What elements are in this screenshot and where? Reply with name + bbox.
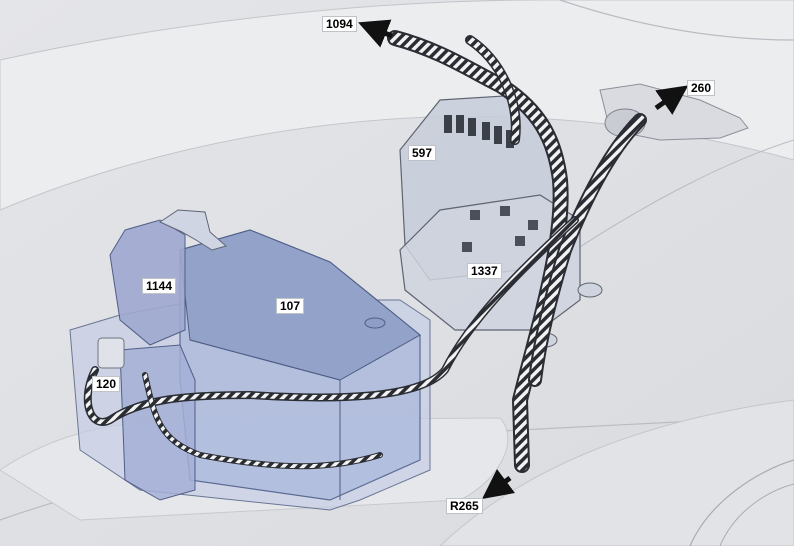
direction-arrows bbox=[358, 19, 689, 499]
battery-edge bbox=[189, 339, 341, 500]
wiring-harness bbox=[83, 30, 647, 473]
connector bbox=[97, 337, 125, 369]
arrow-R265 bbox=[482, 469, 515, 499]
body-line bbox=[559, 139, 794, 261]
relay-block bbox=[462, 206, 538, 252]
callout-107: 107 bbox=[276, 298, 305, 314]
battery-terminal bbox=[364, 317, 386, 329]
arrow-1094 bbox=[358, 19, 393, 48]
callout-597: 597 bbox=[408, 145, 437, 161]
callout-R265: R265 bbox=[446, 498, 483, 514]
callout-1094: 1094 bbox=[322, 16, 357, 32]
callout-260: 260 bbox=[687, 80, 716, 96]
fuse-block bbox=[444, 115, 514, 148]
mount-stud bbox=[577, 282, 603, 298]
ground-strap bbox=[158, 209, 228, 251]
wheel-arch bbox=[689, 459, 794, 546]
callout-120: 120 bbox=[92, 376, 121, 392]
callout-1144: 1144 bbox=[142, 278, 177, 294]
arrow-260 bbox=[654, 85, 689, 115]
wheel-arch bbox=[719, 483, 794, 546]
body-line bbox=[559, 0, 794, 41]
callout-1337: 1337 bbox=[467, 263, 502, 279]
